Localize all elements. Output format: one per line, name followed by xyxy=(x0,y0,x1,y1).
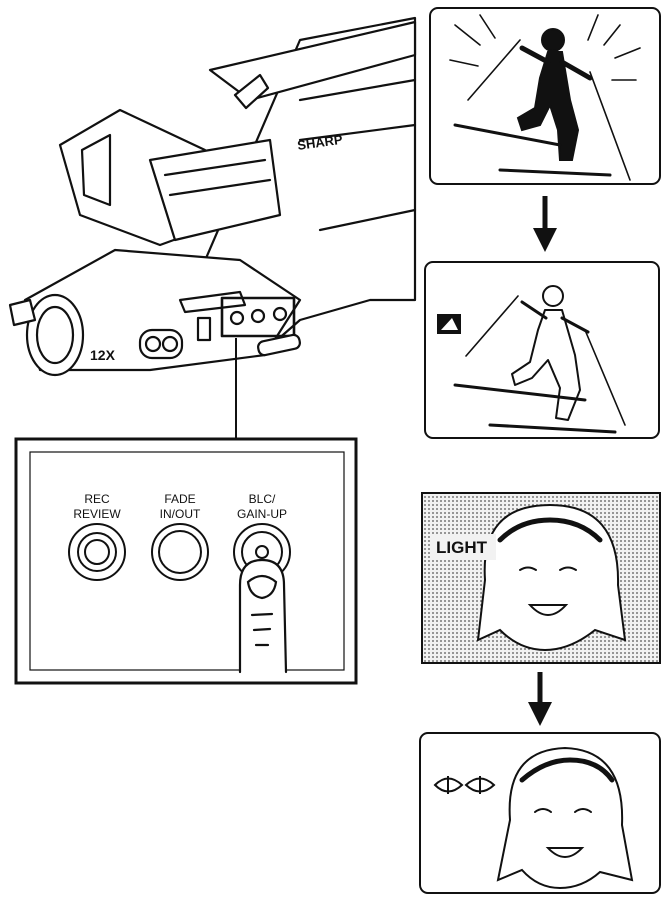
light-indicator: LIGHT xyxy=(436,538,488,557)
camcorder-illustration xyxy=(8,16,417,377)
fade-in-out-button[interactable] xyxy=(151,523,209,581)
zoom-label: 12X xyxy=(90,347,116,363)
backlight-compensation-icon xyxy=(437,314,461,334)
gain-up-eyes-icon xyxy=(433,776,496,794)
down-arrow-icon xyxy=(533,196,557,252)
blc-gain-up-label-line2: GAIN-UP xyxy=(237,507,287,521)
compensated-skier-panel xyxy=(424,261,660,439)
brand-logo: SHARP xyxy=(296,132,343,153)
backlit-skier-panel xyxy=(429,7,661,185)
overexposed-face-panel xyxy=(421,492,661,664)
pressing-finger-illustration xyxy=(238,558,288,674)
down-arrow-icon xyxy=(528,672,552,726)
fade-in-out-label-line2: IN/OUT xyxy=(160,507,201,521)
rec-review-button[interactable] xyxy=(68,523,126,581)
rec-review-label-line1: REC xyxy=(84,492,110,506)
blc-gain-up-label-line1: BLC/ xyxy=(249,492,276,506)
gain-up-face-panel xyxy=(419,732,661,894)
rec-review-label-line2: REVIEW xyxy=(73,507,121,521)
fade-in-out-label-line1: FADE xyxy=(164,492,195,506)
